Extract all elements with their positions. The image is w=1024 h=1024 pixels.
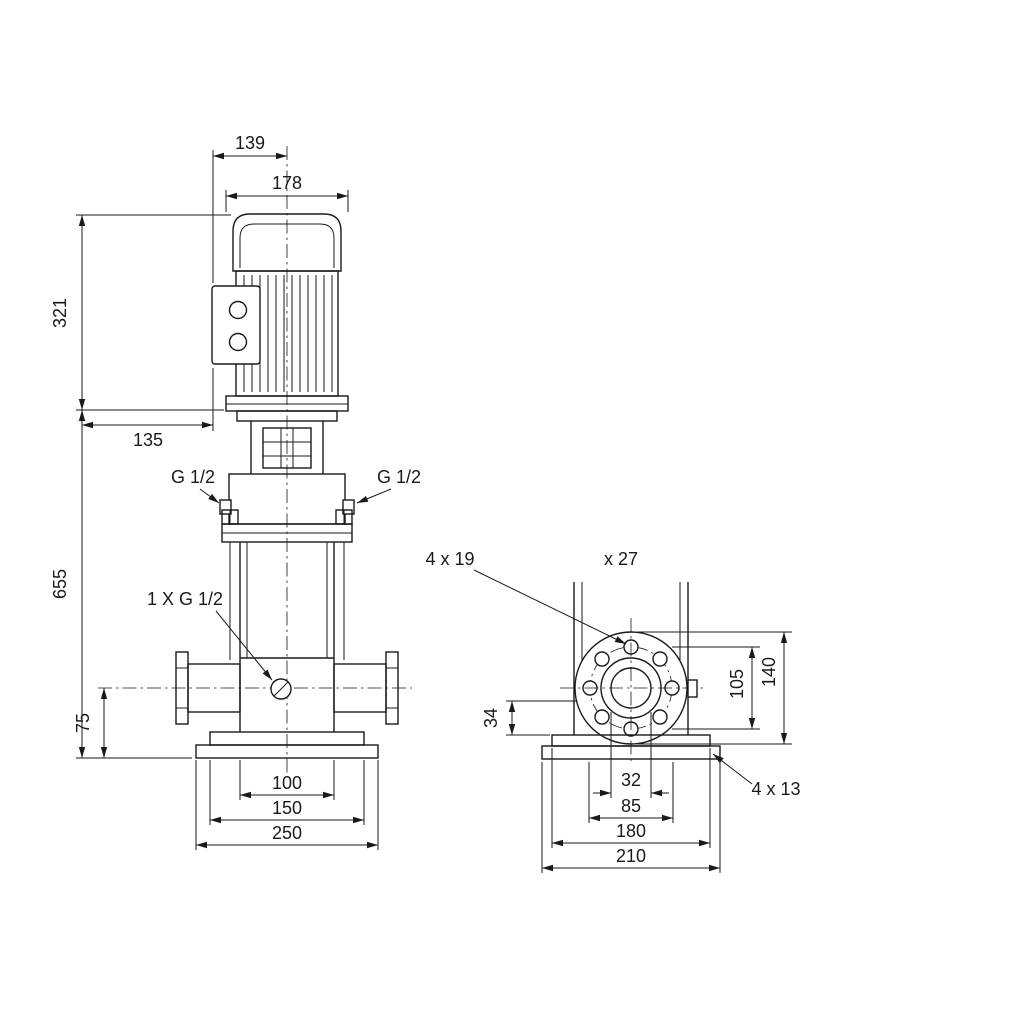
ext-34 (506, 700, 576, 736)
drain-plug-slot (273, 681, 289, 697)
vent-plug-left (219, 499, 232, 515)
leader-base-holes (712, 753, 753, 785)
base-front (195, 731, 379, 759)
ext-150 (209, 760, 365, 825)
arrow-32-left (600, 789, 611, 797)
dim-180-label: 180 (616, 821, 646, 841)
vent-plug-right (342, 499, 355, 515)
base-bottom-plate (541, 745, 721, 760)
drain-label: 1 X G 1/2 (147, 589, 223, 609)
terminal-box (211, 285, 261, 365)
ext-180 (551, 748, 711, 848)
dim-85-label: 85 (621, 796, 641, 816)
leader-drain (215, 610, 273, 681)
port-label-left: G 1/2 (171, 467, 215, 487)
flange-bolt-lines-right (386, 667, 398, 709)
dim-135-label: 135 (133, 430, 163, 450)
dim-250-label: 250 (272, 823, 302, 843)
fan-cover-inner-line (239, 223, 335, 268)
arrow-32-right (651, 789, 662, 797)
counterbore-label: x 27 (604, 549, 638, 569)
dim-655-label: 655 (50, 569, 70, 599)
dim-105-label: 105 (727, 669, 747, 699)
flange-bolt-lines-left (176, 667, 188, 709)
ext-85 (588, 762, 674, 823)
gauge-tap (687, 679, 698, 698)
ext-210 (541, 762, 721, 873)
coupling-section (236, 410, 338, 474)
ext-321 (76, 214, 231, 411)
coupling-detail (263, 428, 311, 468)
coupling-window (262, 427, 312, 469)
dim-140-label: 140 (759, 657, 779, 687)
dim-178-label: 178 (272, 173, 302, 193)
motor (211, 213, 349, 412)
inner-sleeve (246, 542, 328, 658)
dim-210-label: 210 (616, 846, 646, 866)
dim-75-label: 75 (73, 713, 93, 733)
body-outline (573, 582, 689, 735)
flange-bolt-holes (582, 639, 680, 737)
side-ports (175, 651, 399, 725)
fan-cover (232, 213, 342, 272)
base-holes-label: 4 x 13 (751, 779, 800, 799)
dim-139-label: 139 (235, 133, 265, 153)
dim-150-label: 150 (272, 798, 302, 818)
leader-port-right (356, 488, 392, 504)
ext-105 (672, 646, 760, 730)
pump-head (219, 473, 355, 543)
lantern-walls (250, 421, 324, 474)
adapter-plate (236, 410, 338, 422)
dim-321-label: 321 (50, 298, 70, 328)
port-flange-right (385, 651, 399, 725)
leader-port-left (199, 488, 220, 504)
base-lower-plate (195, 744, 379, 759)
cable-entry-bottom (228, 332, 248, 352)
ext-32 (610, 712, 652, 798)
dim-34-label: 34 (481, 708, 501, 728)
port-flange-face (560, 618, 704, 762)
base-side (541, 734, 721, 760)
dim-100-label: 100 (272, 773, 302, 793)
front-view: 139 178 321 655 135 75 G 1/2 G 1/2 (50, 133, 421, 850)
leader-flange-holes (473, 569, 627, 645)
cable-entry-top (228, 300, 248, 320)
front-dimensions: 139 178 321 655 135 75 G 1/2 G 1/2 (50, 133, 421, 850)
side-view: 4 x 19 x 27 34 105 140 32 85 (425, 549, 801, 873)
flange-holes-label: 4 x 19 (425, 549, 474, 569)
port-flange-left (175, 651, 189, 725)
staybolts (229, 542, 345, 660)
port-label-right: G 1/2 (377, 467, 421, 487)
staybolt-nut-lines (229, 510, 345, 524)
ext-250 (195, 760, 379, 850)
dim-32-label: 32 (621, 770, 641, 790)
side-dimensions: 4 x 19 x 27 34 105 140 32 85 (425, 549, 801, 873)
ext-140 (637, 631, 792, 745)
